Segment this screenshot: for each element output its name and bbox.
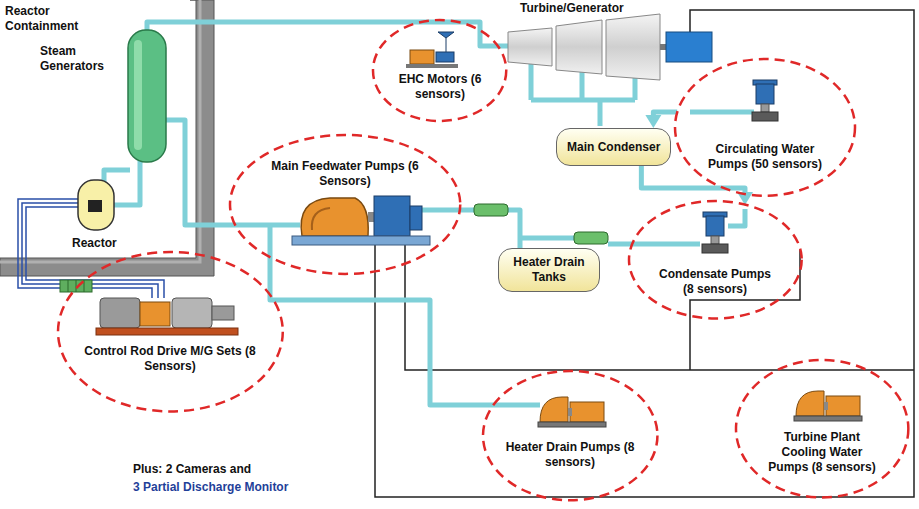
node-label: EHC Motors (6 sensors) (395, 72, 485, 102)
node-label: Heater Drain Tanks (509, 255, 589, 285)
plant-label: Steam Generators (40, 44, 112, 74)
sensor-callout: Circulating Water Pumps (50 sensors) (673, 57, 857, 198)
node-label: Circulating Water Pumps (50 sensors) (700, 142, 830, 172)
plant-label: Plus: 2 Cameras and (133, 462, 251, 477)
dashed-ellipse (371, 18, 508, 123)
pipe-connector (645, 112, 677, 128)
dashed-ellipse (228, 133, 462, 276)
sensor-callout: Heater Drain Pumps (8 sensors) (481, 369, 659, 502)
node-label: Condensate Pumps (8 sensors) (655, 267, 775, 297)
dashed-ellipse (673, 57, 857, 198)
sensor-callout: EHC Motors (6 sensors) (371, 18, 508, 123)
sensor-callout: Turbine Plant Cooling Water Pumps (8 sen… (734, 358, 910, 499)
tank-box: Main Condenser (556, 128, 671, 166)
sensor-callout: Condensate Pumps (8 sensors) (627, 199, 804, 320)
node-label: Turbine Plant Cooling Water Pumps (8 sen… (765, 430, 879, 475)
dashed-ellipse (481, 369, 659, 502)
arrow-head (645, 115, 661, 128)
node-label: Control Rod Drive M/G Sets (8 Sensors) (77, 344, 262, 374)
plant-label: Reactor (72, 236, 117, 251)
node-label: Main Condenser (567, 140, 660, 155)
node-label: Heater Drain Pumps (8 sensors) (505, 440, 635, 470)
sensor-callout: Main Feedwater Pumps (6 Sensors) (228, 133, 462, 276)
plant-label: Turbine/Generator (520, 1, 624, 16)
plant-label: 3 Partial Discharge Monitor (133, 480, 288, 495)
dashed-ellipse (627, 199, 804, 320)
node-label: Main Feedwater Pumps (6 Sensors) (265, 159, 425, 189)
tank-box: Heater Drain Tanks (498, 248, 600, 292)
dashed-ellipse (56, 250, 285, 413)
plant-label: Reactor Containment (5, 4, 85, 34)
sensor-callout: Control Rod Drive M/G Sets (8 Sensors) (56, 250, 285, 413)
dashed-ellipse (734, 358, 910, 499)
